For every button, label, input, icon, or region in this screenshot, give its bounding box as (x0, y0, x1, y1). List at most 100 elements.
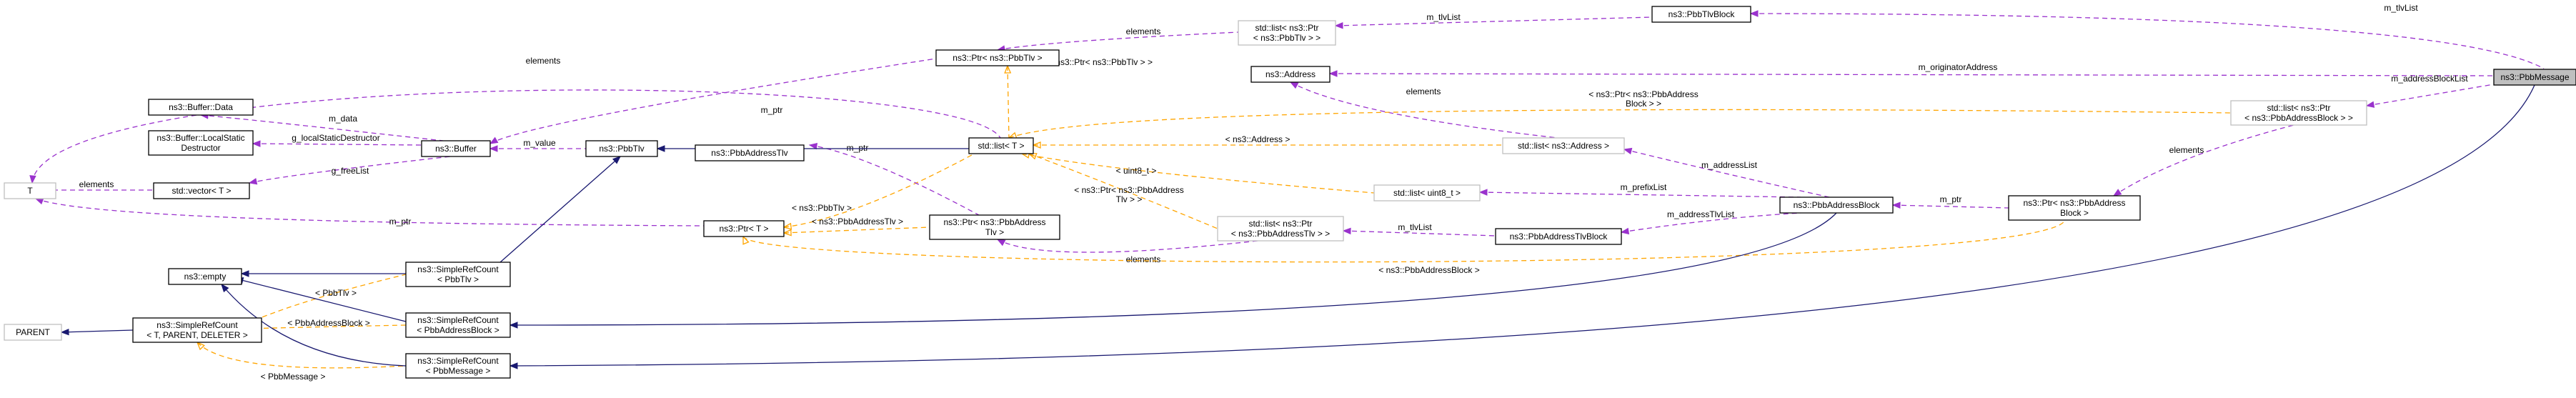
node-vector-t[interactable]: std::vector< T > (153, 182, 250, 199)
node-buffer-data[interactable]: ns3::Buffer::Data (148, 99, 254, 116)
node-address[interactable]: ns3::Address (1250, 66, 1331, 83)
node-stdlist-t[interactable]: std::list< T > (968, 137, 1034, 154)
node-src-pbbmessage[interactable]: ns3::SimpleRefCount< PbbMessage > (405, 353, 511, 379)
node-ptr-t[interactable]: ns3::Ptr< T > (703, 220, 785, 237)
node-label: < PbbAddressBlock > (417, 325, 499, 335)
node-pbbtlv[interactable]: ns3::PbbTlv (585, 140, 658, 157)
node-box (405, 312, 511, 338)
node-t[interactable]: T (4, 182, 56, 199)
node-pbbaddresstlvblock[interactable]: ns3::PbbAddressTlvBlock (1495, 228, 1622, 245)
node-src-addrblock[interactable]: ns3::SimpleRefCount< PbbAddressBlock > (405, 312, 511, 338)
arrowhead-icon (60, 328, 69, 336)
edge-line (1290, 81, 1558, 139)
arrowhead-icon (2112, 189, 2122, 196)
node-label: ns3::Buffer::Data (169, 102, 233, 112)
arrowhead-icon (2365, 101, 2375, 108)
node-list-address[interactable]: std::list< ns3::Address > (1502, 137, 1625, 154)
node-label: ns3::Buffer::LocalStatic (156, 133, 244, 143)
node-label: PARENT (16, 327, 50, 337)
template-edge: < PbbAddressBlock > (245, 318, 407, 332)
inheritance-edge (234, 277, 407, 322)
member-edge: m_ptr (808, 142, 980, 216)
arrowhead-icon (1008, 131, 1018, 139)
member-edge: elements (996, 239, 1258, 264)
template-edge: < ns3::Address > (1032, 134, 1503, 149)
arrowhead-icon (1749, 10, 1759, 17)
member-edge: m_ptr (1891, 194, 2009, 209)
edge-label: < ns3::PbbTlv > (792, 203, 852, 213)
template-edge: < ns3::PbbAddressBlock > (742, 219, 2066, 275)
arrowhead-icon (252, 140, 261, 147)
node-buffer[interactable]: ns3::Buffer (421, 140, 491, 157)
inheritance-edge (509, 212, 1837, 329)
node-ptr-pbbtlv[interactable]: ns3::Ptr< ns3::PbbTlv > (935, 49, 1060, 66)
node-label: ns3::PbbTlv (599, 144, 644, 154)
arrowhead-icon (509, 362, 518, 369)
node-box (421, 140, 491, 157)
arrowhead-icon (221, 283, 229, 293)
inheritance-edge (240, 270, 406, 277)
node-box (148, 99, 254, 116)
edge-line (1750, 13, 2545, 69)
arrowhead-icon (1328, 70, 1338, 77)
edge-line (1892, 204, 2009, 209)
arrowhead-icon (1004, 64, 1012, 74)
node-label: ns3::PbbAddressTlvBlock (1510, 232, 1608, 242)
node-box (1651, 6, 1751, 23)
edge-label: m_originatorAddress (1919, 62, 1998, 72)
node-ptr-addrtlv[interactable]: ns3::Ptr< ns3::PbbAddressTlv > (929, 214, 1060, 240)
node-src-pbbtlv[interactable]: ns3::SimpleRefCount< PbbTlv > (405, 262, 511, 287)
arrowhead-icon (742, 235, 750, 245)
arrowhead-icon (782, 229, 792, 237)
member-edge: elements (1289, 81, 1558, 139)
node-box (132, 317, 262, 343)
edge-line (246, 274, 407, 324)
arrowhead-icon (1334, 21, 1343, 29)
node-label: ns3::Address (1265, 69, 1316, 79)
template-edge: < ns3::Ptr< ns3::PbbTlv > > (1004, 57, 1153, 139)
member-edge: m_addressList (1623, 147, 1830, 198)
node-parent[interactable]: PARENT (4, 324, 62, 341)
node-label: ns3::PbbMessage (2500, 72, 2569, 82)
edge-label: m_tlvList (1398, 222, 1432, 232)
member-edge: m_originatorAddress (1328, 62, 2495, 77)
node-label: < T, PARENT, DELETER > (146, 330, 248, 340)
arrowhead-icon (248, 178, 258, 185)
edge-line (489, 58, 937, 144)
edge-line (783, 146, 988, 228)
node-list-ptr-pbbtlv[interactable]: std::list< ns3::Ptr< ns3::PbbTlv > > (1238, 20, 1336, 46)
edge-line (1008, 109, 2232, 139)
node-list-ptr-addrtlv[interactable]: std::list< ns3::Ptr< ns3::PbbAddressTlv … (1217, 216, 1344, 242)
node-pbbaddresstlv[interactable]: ns3::PbbAddressTlv (695, 144, 805, 161)
node-box (2493, 69, 2576, 86)
node-empty[interactable]: ns3::empty (168, 268, 242, 285)
member-edge: m_prefixList (1478, 182, 1801, 198)
edge-label: elements (1126, 26, 1161, 36)
node-pbbaddressblock[interactable]: ns3::PbbAddressBlock (1779, 196, 1894, 214)
node-label: std::list< ns3::Ptr (1255, 23, 1318, 33)
edge-line (1021, 153, 1375, 194)
node-list-uint8[interactable]: std::list< uint8_t > (1373, 184, 1481, 202)
node-label: std::list< ns3::Ptr (2267, 103, 2330, 113)
node-pbbmessage[interactable]: ns3::PbbMessage (2493, 69, 2576, 86)
inheritance-edge (221, 283, 407, 367)
node-box (1217, 216, 1344, 242)
arrowhead-icon (808, 142, 818, 150)
edge-label: m_ptr (389, 217, 412, 227)
arrowhead-icon (1623, 147, 1633, 155)
edge-line (997, 239, 1258, 253)
node-box (1373, 184, 1481, 202)
node-src-generic[interactable]: ns3::SimpleRefCount< T, PARENT, DELETER … (132, 317, 262, 343)
edge-label: m_tlvList (1426, 12, 1461, 22)
node-box (1238, 20, 1336, 46)
node-pbbtlvblock[interactable]: ns3::PbbTlvBlock (1651, 6, 1751, 23)
node-list-ptr-addrblock[interactable]: std::list< ns3::Ptr< ns3::PbbAddressBloc… (2230, 100, 2367, 126)
node-box (703, 220, 785, 237)
node-label: < PbbMessage > (426, 366, 491, 376)
node-ptr-addrblock[interactable]: ns3::Ptr< ns3::PbbAddressBlock > (2008, 195, 2141, 221)
edge-label: Tlv > > (1116, 194, 1143, 204)
template-edge: < PbbTlv > (245, 274, 407, 324)
arrowhead-icon (1289, 81, 1299, 89)
